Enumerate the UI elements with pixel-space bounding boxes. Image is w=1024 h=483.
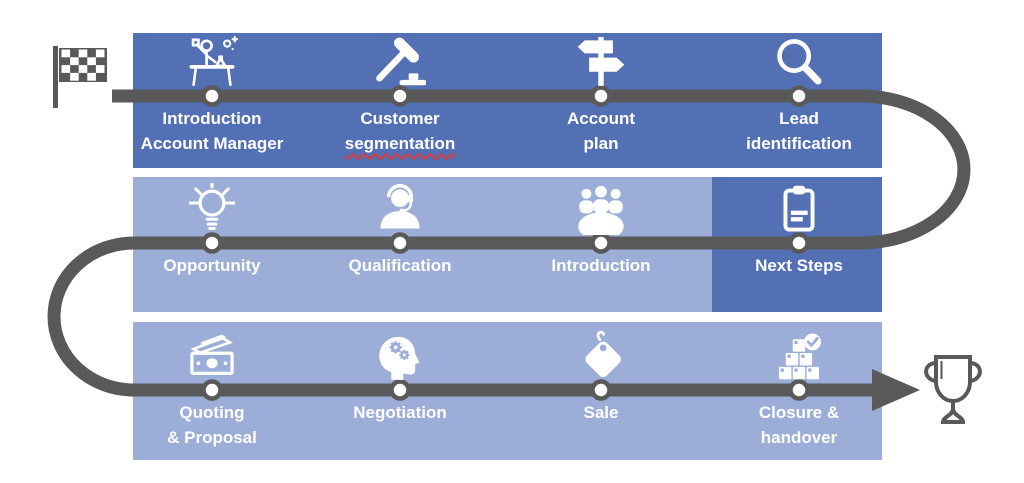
step-label-line: Qualification [348, 256, 452, 275]
step-next-steps: Next Steps [704, 183, 894, 278]
step-label-line: Negotiation [353, 403, 447, 422]
account-manager-desk-icon [117, 36, 307, 88]
checkered-flag-icon [52, 46, 108, 113]
boxes-check-icon [704, 330, 894, 382]
banknote-icon [117, 330, 307, 382]
step-label-line: Quoting [179, 403, 245, 422]
signpost-icon [506, 36, 696, 88]
step-negotiation: Negotiation [305, 330, 495, 425]
step-label: Quoting & Proposal [117, 400, 307, 450]
lightbulb-icon [117, 183, 307, 235]
step-label: Lead identification [704, 106, 894, 156]
step-label: Sale [506, 400, 696, 425]
step-label-line: & Proposal [167, 428, 257, 447]
meeting-people-icon [506, 183, 696, 235]
step-label-line: Sale [583, 403, 619, 422]
step-label: Negotiation [305, 400, 495, 425]
step-label-line: Customer [360, 109, 440, 128]
magnifier-icon [704, 36, 894, 88]
step-label-line: Next Steps [755, 256, 843, 275]
step-label-line-spellchecked: segmentation [344, 134, 456, 153]
step-label-line: identification [746, 134, 852, 153]
step-quoting-proposal: Quoting & Proposal [117, 330, 307, 450]
step-label: Account plan [506, 106, 696, 156]
step-customer-segmentation: Customer segmentation [305, 36, 495, 156]
clipboard-icon [704, 183, 894, 235]
step-sale: Sale [506, 330, 696, 425]
step-label: Next Steps [704, 253, 894, 278]
step-lead-identification: Lead identification [704, 36, 894, 156]
step-introduction-account-manager: Introduction Account Manager [117, 36, 307, 156]
step-label-line: Opportunity [163, 256, 261, 275]
step-closure-handover: Closure & handover [704, 330, 894, 450]
step-qualification: Qualification [305, 183, 495, 278]
step-label-line: Account [567, 109, 635, 128]
gavel-icon [305, 36, 495, 88]
step-account-plan: Account plan [506, 36, 696, 156]
price-tag-icon [506, 330, 696, 382]
step-label-line: Introduction [551, 256, 651, 275]
step-label: Introduction [506, 253, 696, 278]
step-opportunity: Opportunity [117, 183, 307, 278]
step-label: Closure & handover [704, 400, 894, 450]
step-label: Introduction Account Manager [117, 106, 307, 156]
step-label: Opportunity [117, 253, 307, 278]
trophy-icon [916, 352, 990, 435]
step-label: Qualification [305, 253, 495, 278]
step-label-line: plan [583, 134, 619, 153]
head-gears-icon [305, 330, 495, 382]
step-label-line: handover [760, 428, 838, 447]
headset-agent-icon [305, 183, 495, 235]
step-label-line: Introduction [162, 109, 262, 128]
step-label: Customer segmentation [305, 106, 495, 156]
step-label-line: Lead [779, 109, 819, 128]
step-label-line: Account Manager [140, 134, 284, 153]
step-introduction-meeting: Introduction [506, 183, 696, 278]
step-label-line: Closure & [758, 403, 840, 422]
